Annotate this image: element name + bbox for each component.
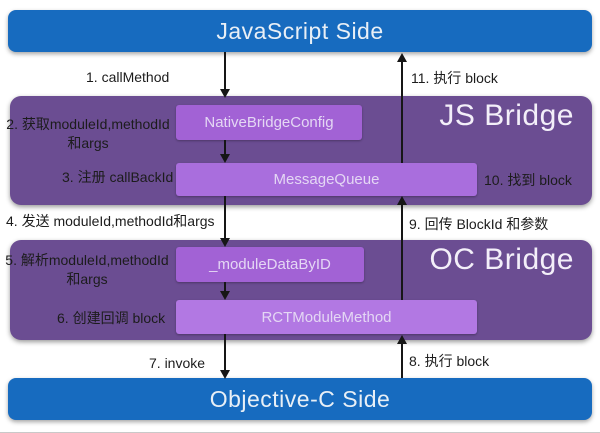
step-10-label: 10. 找到 block xyxy=(484,172,572,188)
module-data-by-id-label: _moduleDataByID xyxy=(209,256,331,273)
step-7-label: 7. invoke xyxy=(149,355,206,371)
rct-module-method-box: RCTModuleMethod xyxy=(176,300,477,334)
native-bridge-config-label: NativeBridgeConfig xyxy=(204,114,334,131)
objective-c-side-bar: Objective-C Side xyxy=(8,378,592,420)
step-11-label: 11. 执行 block xyxy=(411,70,498,86)
step-3-label: 3. 注册 callBackId xyxy=(62,169,174,185)
step-2-label: 2. 获取moduleId,methodId 和args xyxy=(6,116,170,151)
objective-c-side-label: Objective-C Side xyxy=(209,385,391,412)
js-bridge-title: JS Bridge xyxy=(439,99,574,132)
module-data-by-id-box: _moduleDataByID xyxy=(176,247,364,282)
rct-module-method-label: RCTModuleMethod xyxy=(261,308,392,326)
javascript-side-bar: JavaScript Side xyxy=(8,10,592,52)
step-9-label: 9. 回传 BlockId 和参数 xyxy=(409,216,549,232)
oc-bridge-title: OC Bridge xyxy=(429,243,574,276)
message-queue-label: MessageQueue xyxy=(273,171,380,188)
step-4-label: 4. 发送 moduleId,methodId和args xyxy=(6,213,215,229)
message-queue-box: MessageQueue xyxy=(176,163,477,196)
step-6-label: 6. 创建回调 block xyxy=(57,310,166,326)
step-1-label: 1. callMethod xyxy=(86,69,170,85)
step-8-label: 8. 执行 block xyxy=(409,353,490,369)
javascript-side-label: JavaScript Side xyxy=(216,17,384,44)
step-5-label: 5. 解析moduleId,methodId 和args xyxy=(5,252,169,287)
native-bridge-config-box: NativeBridgeConfig xyxy=(176,105,362,140)
